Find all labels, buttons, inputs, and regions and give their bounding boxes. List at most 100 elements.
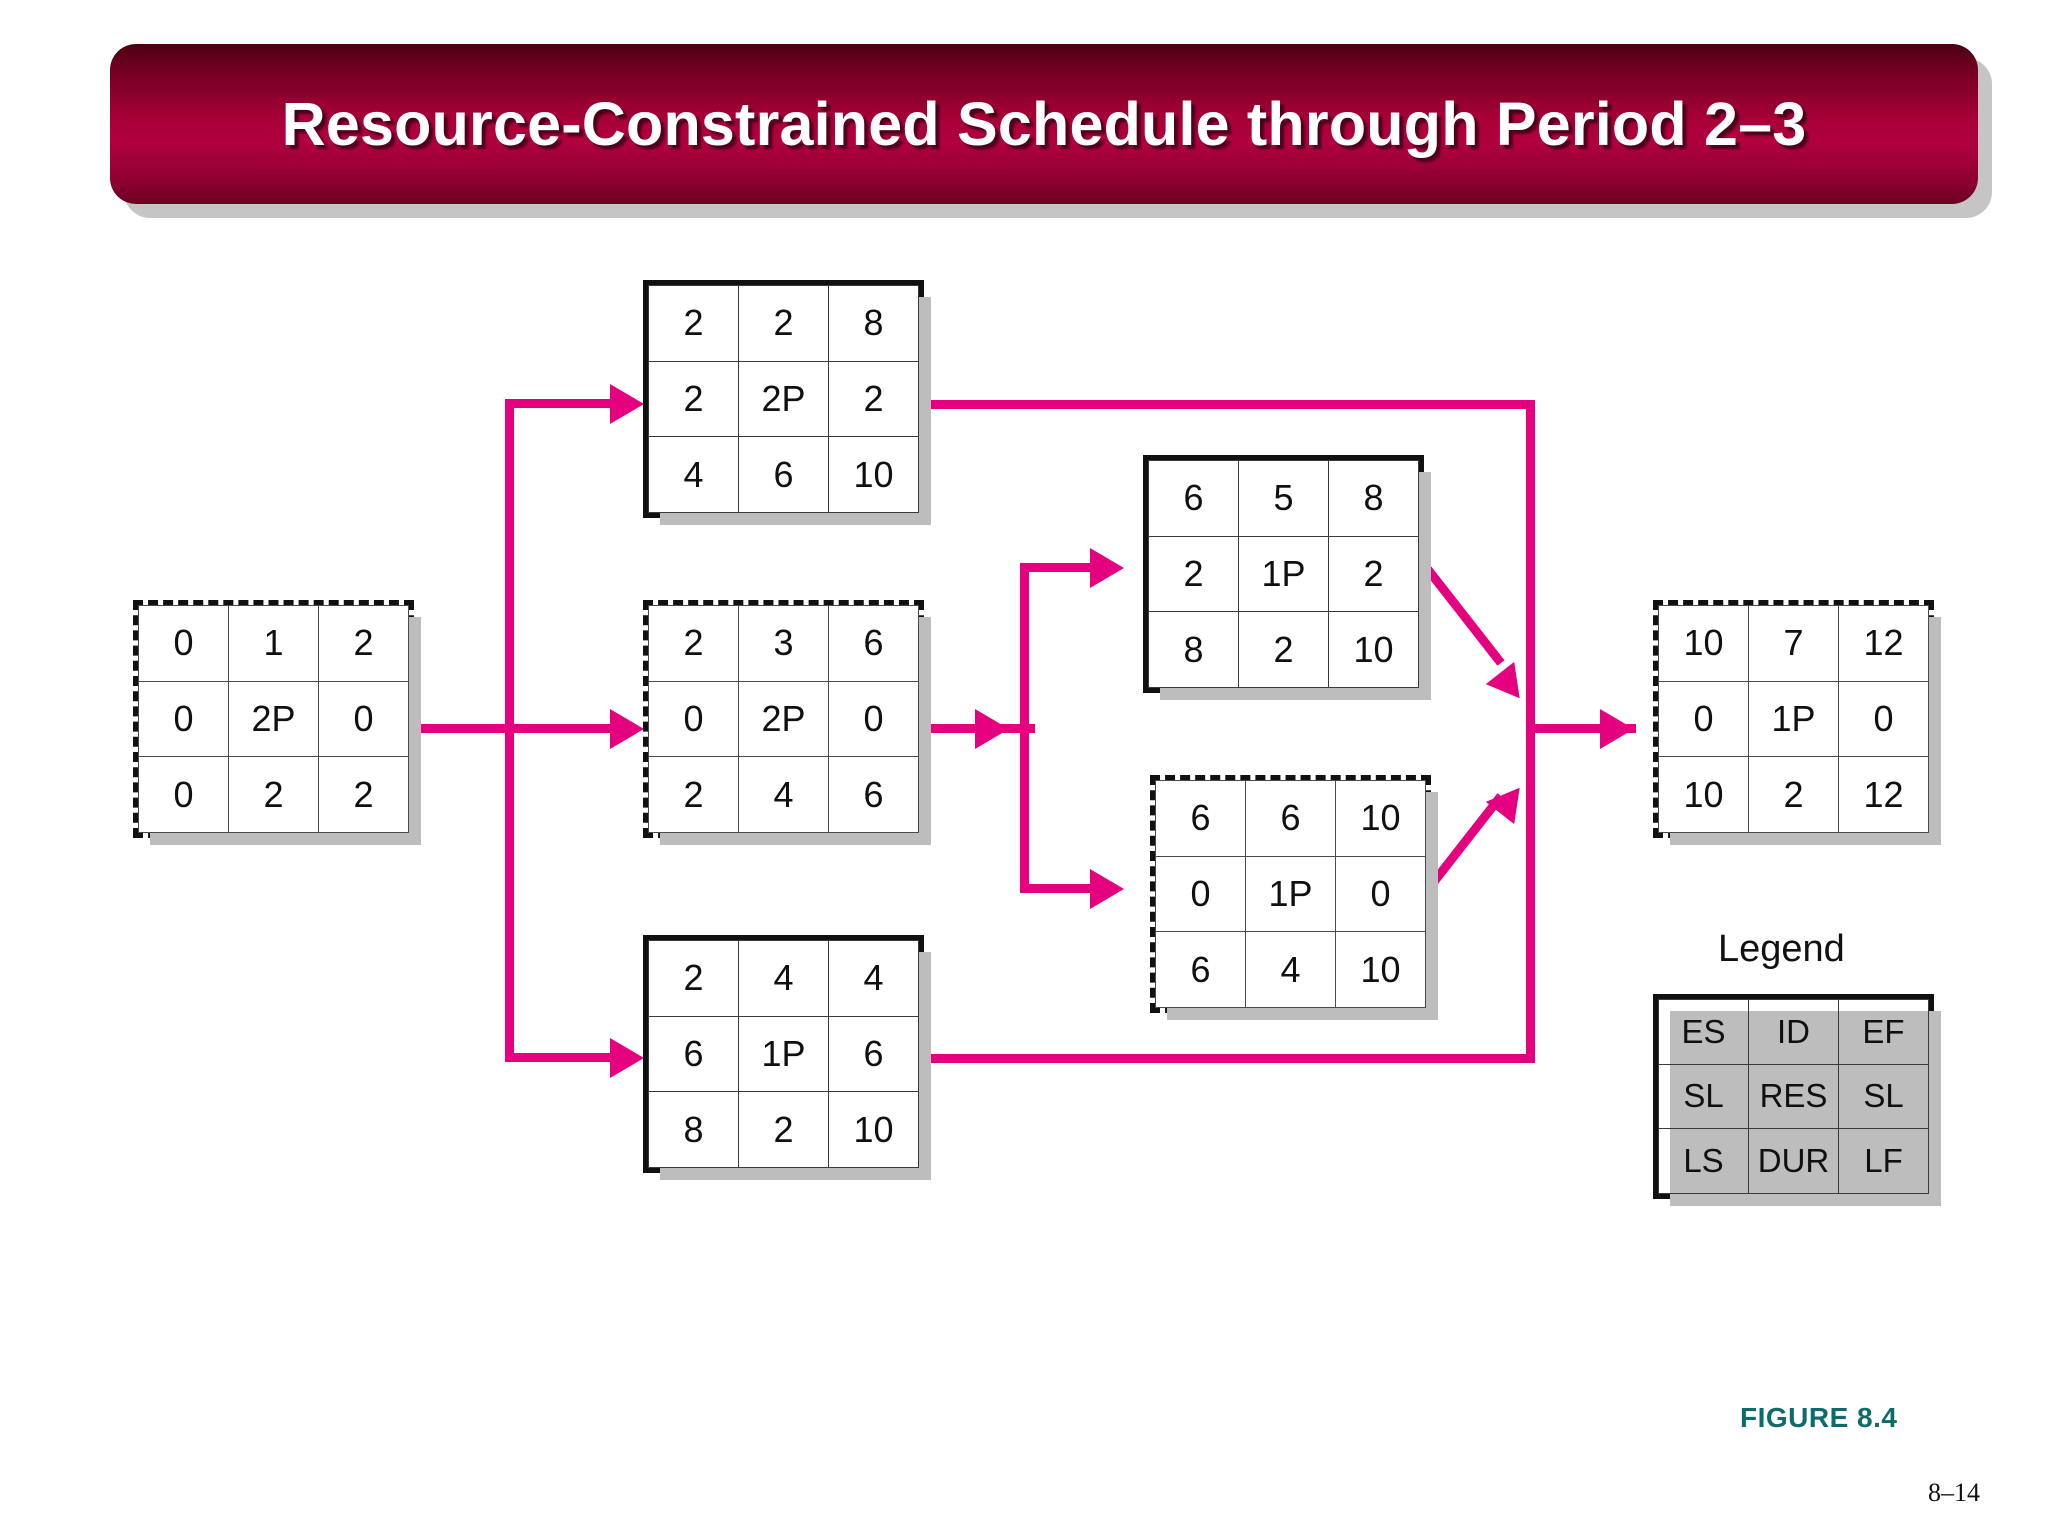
legend-title: Legend xyxy=(1718,928,1845,970)
node-cell-id: 7 xyxy=(1748,605,1839,682)
node-cell-dur: 2 xyxy=(1238,611,1329,688)
node-cell-es: 2 xyxy=(648,940,739,1017)
activity-node-middle[interactable]: 2 3 6 0 2P 0 2 4 6 xyxy=(643,600,931,845)
node-row: 2 2 8 xyxy=(648,285,919,362)
connector-merge-to-end xyxy=(1526,724,1636,733)
connector-bottom-node-rise xyxy=(1526,724,1535,1059)
node-cell-ef: 6 xyxy=(828,605,919,682)
node-cell-ls: 8 xyxy=(648,1091,739,1168)
legend-box: ES ID EF SL RES SL LS DUR LF xyxy=(1653,994,1941,1206)
arrow-head-to-bottom-node xyxy=(610,1038,644,1078)
connector-trunk-to-right-top xyxy=(1020,563,1105,572)
node-row: 0 1 2 xyxy=(138,605,409,682)
node-cell-es: 6 xyxy=(1155,780,1246,857)
node-row: 6 4 10 xyxy=(1155,931,1426,1008)
node-cell-ls: 6 xyxy=(1155,931,1246,1008)
activity-node-end[interactable]: 10 7 12 0 1P 0 10 2 12 xyxy=(1653,600,1941,845)
connector-trunk-to-middle xyxy=(505,724,615,733)
node-cell-ef: 10 xyxy=(1335,780,1426,857)
node-cell-lf: 10 xyxy=(828,436,919,513)
activity-node-top[interactable]: 2 2 8 2 2P 2 4 6 10 xyxy=(643,280,931,525)
page-number: 8–14 xyxy=(1928,1478,1980,1507)
legend-cell-lf: LF xyxy=(1838,1128,1929,1194)
node-cell-es: 2 xyxy=(648,285,739,362)
node-row: 0 1P 0 xyxy=(1155,855,1426,933)
slide-title-banner: Resource-Constrained Schedule through Pe… xyxy=(110,44,1978,204)
legend-row: LS DUR LF xyxy=(1658,1128,1929,1194)
node-cell-res: 1P xyxy=(1245,855,1336,933)
connector-trunk-to-top xyxy=(505,399,615,408)
node-cell-ls: 2 xyxy=(648,756,739,833)
node-cell-es: 6 xyxy=(1148,460,1239,537)
node-cell-ls: 8 xyxy=(1148,611,1239,688)
node-cell-ls: 10 xyxy=(1658,756,1749,833)
node-row: 10 2 12 xyxy=(1658,756,1929,833)
arrow-head-middle-out xyxy=(975,709,1009,749)
node-cell-res: 2P xyxy=(738,680,829,758)
node-cell-dur: 2 xyxy=(228,756,319,833)
node-row: 0 2 2 xyxy=(138,756,409,833)
node-cell-ef: 4 xyxy=(828,940,919,1017)
node-row: 8 2 10 xyxy=(648,1091,919,1168)
node-row: 2 4 4 xyxy=(648,940,919,1017)
node-cell-lf: 10 xyxy=(1335,931,1426,1008)
legend-cell-dur: DUR xyxy=(1748,1128,1839,1194)
connector-start-out xyxy=(415,724,525,733)
node-cell-sl-right: 6 xyxy=(828,1015,919,1093)
node-cell-id: 6 xyxy=(1245,780,1336,857)
legend-cell-sl-right: SL xyxy=(1838,1063,1929,1130)
node-cell-sl-right: 2 xyxy=(1328,535,1419,613)
activity-node-right-top[interactable]: 6 5 8 2 1P 2 8 2 10 xyxy=(1143,455,1431,700)
node-cell-ef: 8 xyxy=(1328,460,1419,537)
arrow-head-to-right-bottom-node xyxy=(1090,869,1124,909)
node-cell-id: 3 xyxy=(738,605,829,682)
connector-bottom-node-long xyxy=(925,1054,1535,1063)
node-cell-sl-right: 0 xyxy=(1838,680,1929,758)
node-cell-ef: 8 xyxy=(828,285,919,362)
node-row: 6 6 10 xyxy=(1155,780,1426,857)
node-cell-res: 2P xyxy=(228,680,319,758)
arrow-head-to-right-top-node xyxy=(1090,548,1124,588)
node-cell-lf: 10 xyxy=(1328,611,1419,688)
legend-cell-sl-left: SL xyxy=(1658,1063,1749,1130)
node-cell-lf: 6 xyxy=(828,756,919,833)
node-row: 2 4 6 xyxy=(648,756,919,833)
node-cell-sl-left: 0 xyxy=(138,680,229,758)
node-cell-ef: 2 xyxy=(318,605,409,682)
arrow-head-to-middle-node xyxy=(610,709,644,749)
node-cell-lf: 2 xyxy=(318,756,409,833)
arrow-head-to-end-node xyxy=(1600,709,1634,749)
node-cell-es: 10 xyxy=(1658,605,1749,682)
node-cell-sl-left: 0 xyxy=(1155,855,1246,933)
activity-node-bottom[interactable]: 2 4 4 6 1P 6 8 2 10 xyxy=(643,935,931,1180)
node-cell-res: 1P xyxy=(1238,535,1329,613)
arrow-head-to-top-node xyxy=(610,384,644,424)
node-cell-res: 1P xyxy=(738,1015,829,1093)
node-cell-id: 4 xyxy=(738,940,829,1017)
connector-top-node-long xyxy=(925,400,1535,409)
node-cell-id: 5 xyxy=(1238,460,1329,537)
connector-right-top-diagonal xyxy=(1420,561,1505,666)
node-cell-sl-left: 0 xyxy=(1658,680,1749,758)
legend-cell-id: ID xyxy=(1748,999,1839,1065)
node-row: 0 2P 0 xyxy=(138,680,409,758)
activity-node-right-bottom[interactable]: 6 6 10 0 1P 0 6 4 10 xyxy=(1150,775,1438,1020)
node-row: 6 1P 6 xyxy=(648,1015,919,1093)
connector-trunk-to-bottom xyxy=(505,1053,615,1062)
node-cell-lf: 12 xyxy=(1838,756,1929,833)
node-cell-sl-right: 2 xyxy=(828,360,919,438)
node-cell-ls: 0 xyxy=(138,756,229,833)
connector-top-node-drop xyxy=(1526,400,1535,725)
node-cell-sl-left: 2 xyxy=(648,360,739,438)
node-cell-es: 0 xyxy=(138,605,229,682)
node-cell-sl-right: 0 xyxy=(318,680,409,758)
node-cell-ls: 4 xyxy=(648,436,739,513)
node-cell-sl-right: 0 xyxy=(828,680,919,758)
node-row: 2 2P 2 xyxy=(648,360,919,438)
node-cell-sl-left: 2 xyxy=(1148,535,1239,613)
node-cell-es: 2 xyxy=(648,605,739,682)
node-row: 8 2 10 xyxy=(1148,611,1419,688)
connector-trunk-to-right-bottom xyxy=(1020,884,1105,893)
figure-caption: FIGURE 8.4 xyxy=(1740,1402,1898,1433)
activity-node-start[interactable]: 0 1 2 0 2P 0 0 2 2 xyxy=(133,600,421,845)
